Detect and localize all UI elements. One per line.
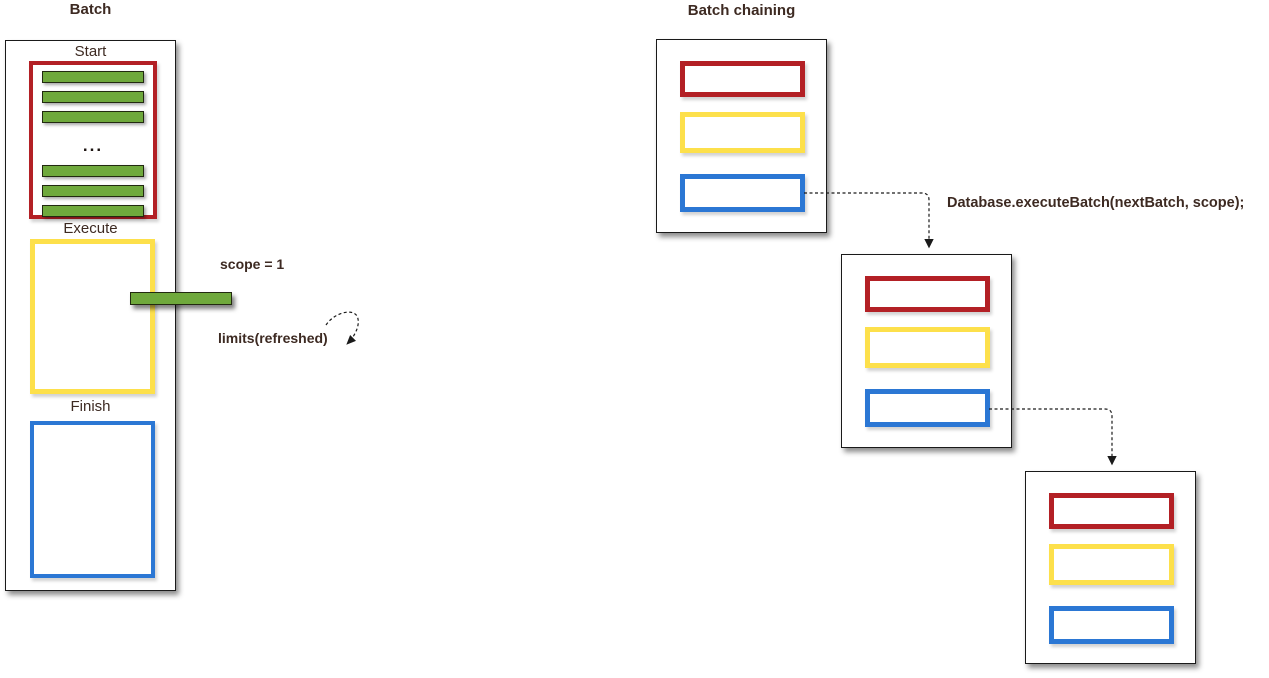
record-bars-top xyxy=(33,71,153,123)
chain-1-start-rect xyxy=(680,61,805,97)
chain-connector-2 xyxy=(989,408,1117,466)
record-bar xyxy=(42,91,144,103)
chain-3-finish-rect xyxy=(1049,606,1174,644)
chain-2-execute-rect xyxy=(865,327,990,368)
batch-title: Batch xyxy=(69,1,112,18)
chain-2-start-rect xyxy=(865,276,990,312)
executing-record-bar xyxy=(130,292,232,305)
start-label: Start xyxy=(74,43,107,60)
records-ellipsis: ... xyxy=(82,136,104,155)
chain-box-1 xyxy=(656,39,827,233)
chain-3-execute-rect xyxy=(1049,544,1174,585)
chain-1-execute-rect xyxy=(680,112,805,153)
finish-label: Finish xyxy=(70,398,111,415)
limits-annotation: limits(refreshed) xyxy=(218,330,328,346)
record-bar xyxy=(42,111,144,123)
record-bars-bottom xyxy=(33,165,153,217)
execute-label: Execute xyxy=(63,220,118,237)
chain-connector-1 xyxy=(804,192,934,249)
execute-batch-code-annotation: Database.executeBatch(nextBatch, scope); xyxy=(947,195,1245,211)
chain-2-finish-rect xyxy=(865,389,990,427)
finish-box xyxy=(30,421,155,578)
batch-frame: Start ... Execute Finish xyxy=(5,40,176,591)
chain-box-2 xyxy=(841,254,1012,448)
start-box: ... xyxy=(29,61,157,219)
record-bar xyxy=(42,185,144,197)
limits-refresh-arrow-icon xyxy=(325,311,359,345)
record-bar xyxy=(42,165,144,177)
chain-box-3 xyxy=(1025,471,1196,664)
record-bar xyxy=(42,205,144,217)
chain-3-start-rect xyxy=(1049,493,1174,529)
execute-box xyxy=(30,239,155,394)
batch-chaining-title: Batch chaining xyxy=(687,2,796,19)
scope-annotation: scope = 1 xyxy=(220,256,285,272)
chain-1-finish-rect xyxy=(680,174,805,212)
record-bar xyxy=(42,71,144,83)
